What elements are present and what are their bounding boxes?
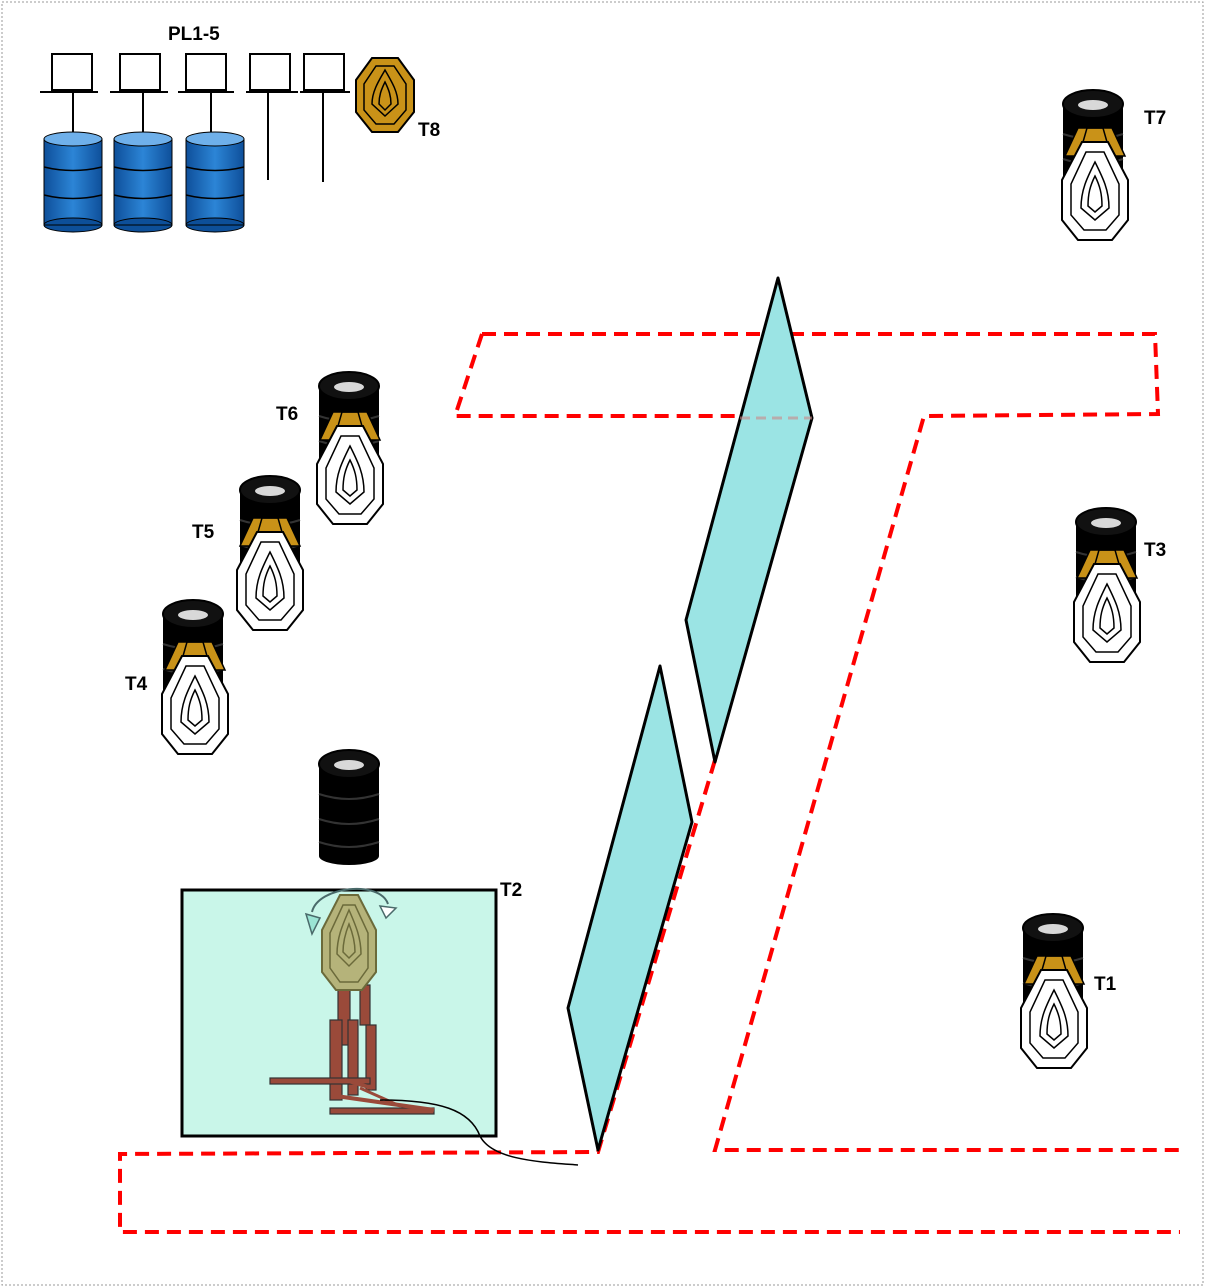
steel-target-icon <box>161 641 229 755</box>
plate-icon <box>249 53 291 91</box>
steel-target-icon <box>355 57 415 133</box>
label-t7: T7 <box>1144 108 1166 129</box>
turning-target-icon <box>321 894 377 991</box>
plate-icon <box>185 53 227 91</box>
barrel-icon <box>43 131 103 233</box>
label-t6: T6 <box>276 404 298 425</box>
label-t2: T2 <box>500 880 522 901</box>
fault-lines <box>118 332 1180 1234</box>
barrel-icon <box>113 131 173 233</box>
label-t1: T1 <box>1094 974 1117 995</box>
label-t4: T4 <box>125 674 148 695</box>
shooting-box-t2 <box>180 887 579 1166</box>
plate-icon <box>303 53 345 91</box>
steel-target-icon <box>236 517 304 631</box>
tire-stack-icon <box>318 749 380 866</box>
label-t3: T3 <box>1144 540 1166 561</box>
steel-target-icon <box>1073 549 1141 663</box>
fault-line-bottom <box>118 759 1180 1234</box>
cable <box>379 1099 579 1166</box>
fault-line-top <box>452 333 812 418</box>
barrier-lower <box>566 664 694 1152</box>
steel-target-icon <box>1020 955 1088 1069</box>
plates-label: PL1-5 <box>168 24 220 45</box>
plate-icon <box>51 53 93 91</box>
label-t5: T5 <box>192 522 215 543</box>
fault-line-right <box>482 332 1180 1152</box>
barrier-upper <box>684 276 814 764</box>
steel-target-icon <box>1061 127 1129 241</box>
barrel-icon <box>185 131 245 233</box>
steel-target-icon <box>316 411 384 525</box>
plate-rack <box>40 53 350 182</box>
rotate-arrow-icon <box>311 887 389 913</box>
target-t8 <box>355 57 415 133</box>
label-t8: T8 <box>418 120 440 141</box>
plate-icon <box>119 53 161 91</box>
